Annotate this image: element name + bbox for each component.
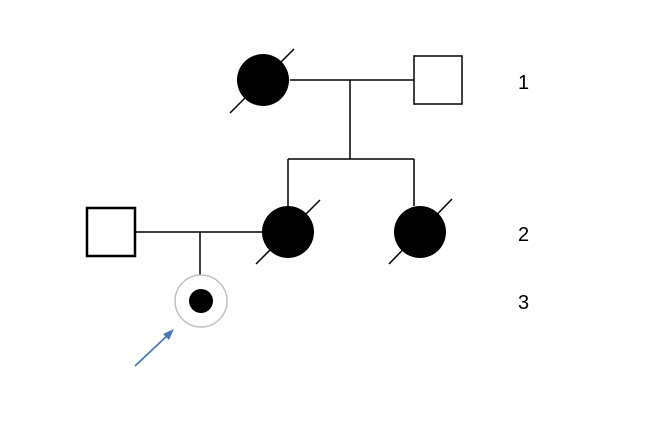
generation-label-1: 1 [518,72,529,94]
gen1-female-affected-deceased [229,48,295,114]
gen3-proband-carrier-female [174,274,228,328]
deceased-slash [388,198,453,265]
deceased-slash [255,199,321,265]
gen2-male-spouse-unaffected [85,206,137,258]
generation-label-3: 3 [518,292,529,314]
proband-arrow [134,329,174,367]
generation-label-2: 2 [518,224,529,246]
gen2-female-2-affected-deceased [388,198,453,265]
gen2-female-1-affected-deceased [255,199,321,265]
gen1-male-unaffected [413,55,463,105]
deceased-slash [229,48,295,114]
